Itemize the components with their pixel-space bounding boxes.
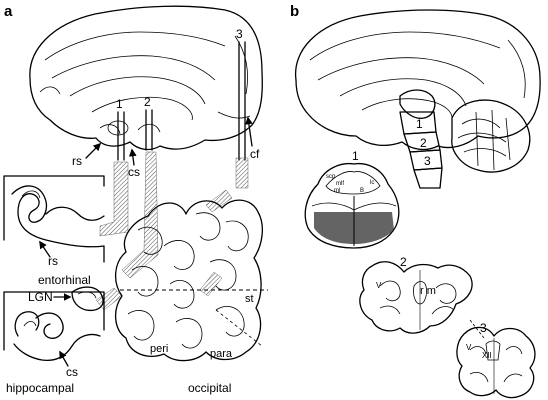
- panel-b-label: b: [290, 3, 299, 20]
- section-lines: 1 2 3: [116, 27, 246, 161]
- label-entorhinal: entorhinal: [38, 273, 91, 287]
- label-v-2: V: [376, 281, 382, 290]
- section-number-3: 3: [236, 27, 243, 41]
- brainstem-level-2: 2: [420, 136, 427, 150]
- medial-hemisphere-b: 1 2 3: [294, 9, 541, 189]
- label-v-3: V: [466, 343, 472, 352]
- panel-b: b 1 2 3 1: [290, 3, 541, 399]
- label-scp: scp: [326, 174, 336, 180]
- occipital-section: st peri para occipital: [115, 199, 268, 395]
- section-1-number: 1: [352, 149, 359, 163]
- label-cf: cf: [250, 147, 260, 161]
- panel-a-label: a: [4, 3, 13, 20]
- brainstem-section-1: 1 scp mlf ml lc B: [304, 149, 400, 249]
- projection-paths: [95, 151, 249, 311]
- label-hippocampal: hippocampal: [6, 381, 74, 395]
- label-occipital: occipital: [188, 381, 231, 395]
- label-xii: XII: [482, 351, 492, 360]
- label-lc: lc: [370, 180, 374, 186]
- section-number-1: 1: [116, 97, 123, 111]
- brainstem-level-3: 3: [424, 154, 431, 168]
- label-cs-inset: cs: [66, 365, 78, 379]
- label-mlf: mlf: [336, 181, 344, 187]
- label-cs: cs: [128, 165, 140, 179]
- label-st: st: [245, 293, 254, 305]
- entorhinal-inset: rs entorhinal: [3, 175, 105, 287]
- label-rs-inset: rs: [48, 254, 58, 268]
- section-2-number: 2: [400, 255, 407, 269]
- hippocampal-inset: LGN cs hippocampal: [3, 286, 105, 395]
- label-ml: ml: [334, 188, 340, 194]
- brainstem-section-3: 3 V XII: [456, 319, 536, 399]
- sulcus-labels: rs cs cf: [72, 116, 260, 179]
- label-lgn: LGN: [28, 290, 53, 304]
- panel-a: a 1 2 3 rs: [3, 3, 268, 395]
- label-peri: peri: [150, 343, 168, 355]
- label-rm: r m: [420, 285, 436, 297]
- label-b: B: [360, 188, 364, 194]
- label-rs: rs: [72, 154, 82, 168]
- brainstem-level-1: 1: [416, 117, 423, 131]
- brainstem-section-2: 2 V r m: [359, 255, 473, 334]
- label-para: para: [210, 348, 233, 360]
- section-number-2: 2: [144, 95, 151, 109]
